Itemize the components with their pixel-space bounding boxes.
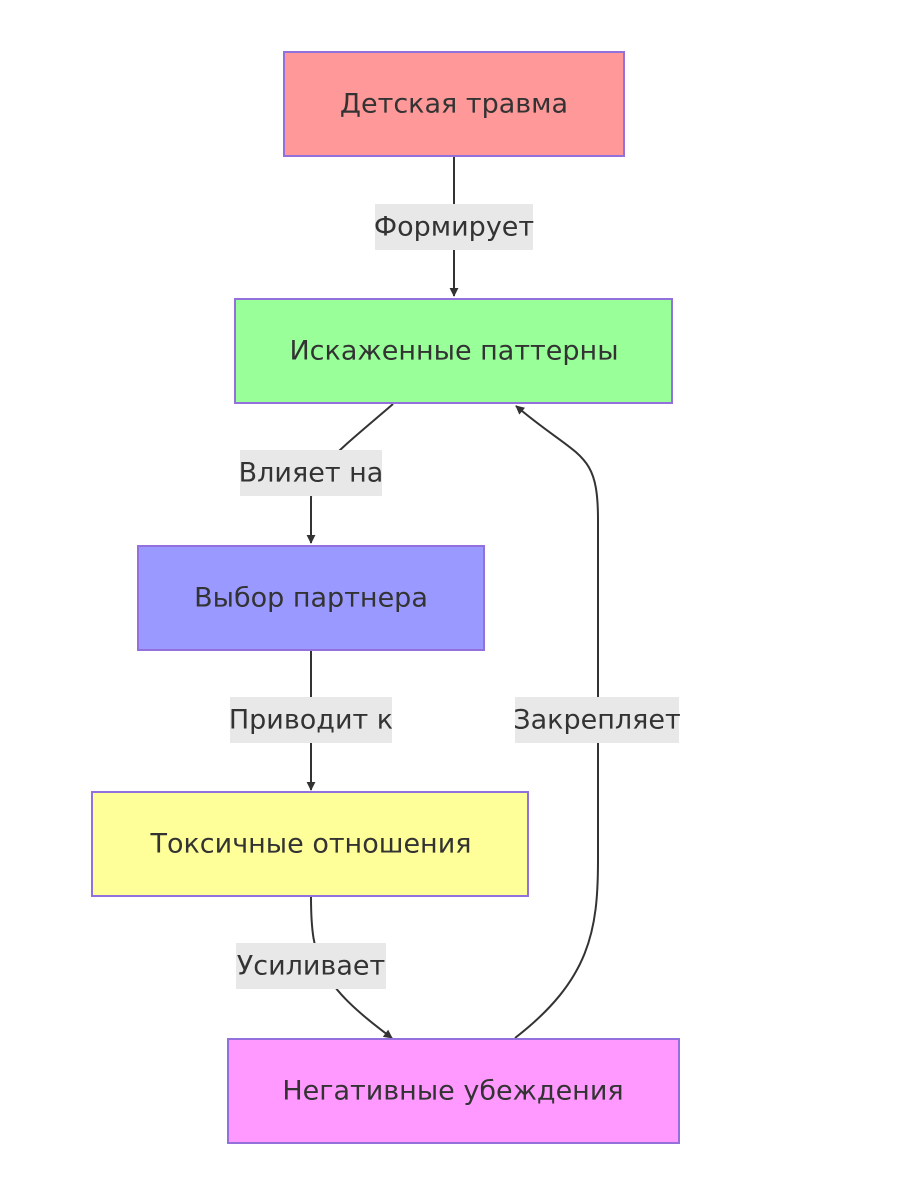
node-beliefs-label: Негативные убеждения (282, 1076, 623, 1107)
node-toxic: Токсичные отношения (91, 791, 529, 897)
node-trauma-box (283, 51, 625, 157)
edge-label-forms-background (375, 204, 533, 250)
node-toxic-box (91, 791, 529, 897)
edge-label-reinforces: Закрепляет (513, 697, 681, 743)
edge-label-leads-background (230, 697, 392, 743)
node-trauma: Детская травма (283, 51, 625, 157)
edge-label-forms-text: Формирует (374, 212, 534, 243)
edge-label-forms: Формирует (374, 204, 534, 250)
node-trauma-label: Детская травма (340, 89, 568, 120)
node-patterns: Искаженные паттерны (234, 298, 673, 404)
edge-label-amplifies-text: Усиливает (237, 951, 385, 982)
edge-label-influences: Влияет на (239, 450, 384, 496)
edge-label-leads-text: Приводит к (229, 705, 393, 736)
node-toxic-label: Токсичные отношения (149, 829, 471, 860)
node-partner-label: Выбор партнера (194, 583, 428, 614)
edge-label-amplifies-background (236, 943, 386, 989)
edge-label-leads: Приводит к (229, 697, 393, 743)
node-partner: Выбор партнера (137, 545, 485, 651)
edge-reinforces (514, 405, 599, 1039)
edge-label-influences-background (240, 450, 382, 496)
node-beliefs-box (227, 1038, 680, 1144)
edge-label-amplifies: Усиливает (236, 943, 386, 989)
edge-label-reinforces-background (515, 697, 679, 743)
edge-label-reinforces-text: Закрепляет (513, 705, 680, 736)
node-patterns-label: Искаженные паттерны (289, 336, 618, 367)
node-partner-box (137, 545, 485, 651)
node-patterns-box (234, 298, 673, 404)
node-beliefs: Негативные убеждения (227, 1038, 680, 1144)
edge-label-influences-text: Влияет на (239, 458, 384, 489)
